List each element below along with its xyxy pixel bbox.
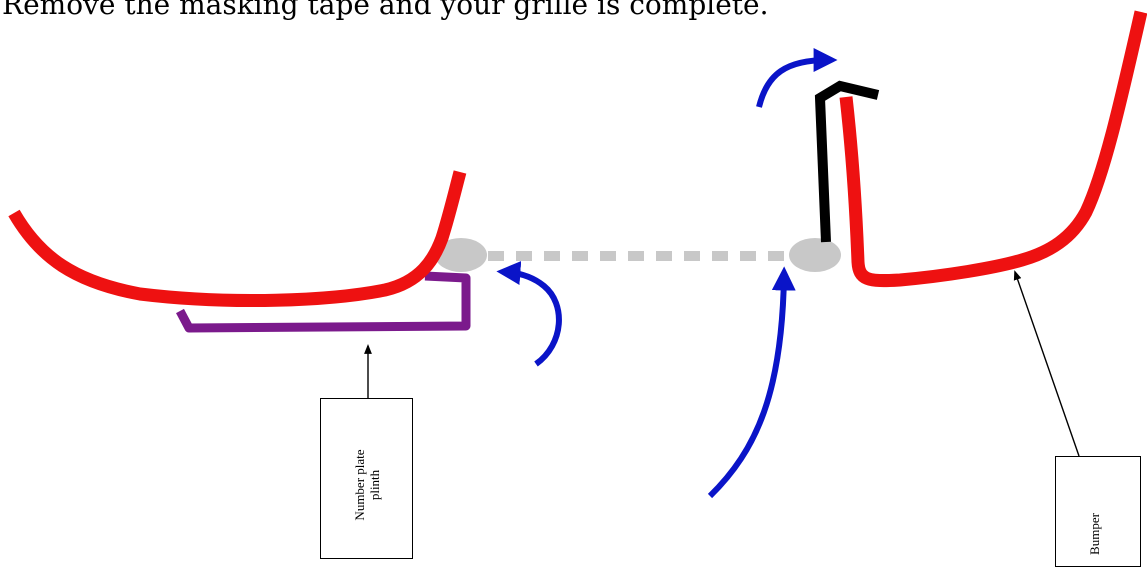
left-bumper-profile bbox=[8, 170, 467, 307]
number-plate-plinth-label: Number plate plinth bbox=[352, 449, 382, 521]
right-tape-end bbox=[789, 238, 841, 272]
grille-clip bbox=[814, 80, 880, 243]
arrow-up-to-right-tape-icon bbox=[707, 266, 796, 499]
caption-text: Remove the masking tape and your grille … bbox=[2, 0, 769, 21]
right-bumper-profile bbox=[839, 10, 1147, 288]
arrow-under-left-tape-icon bbox=[496, 261, 562, 367]
bumper-callout bbox=[1055, 456, 1141, 567]
left-tape-end bbox=[435, 238, 487, 272]
arrow-over-clip-icon bbox=[756, 48, 838, 108]
number-plate-plinth-callout bbox=[320, 398, 413, 559]
bumper-label: Bumper bbox=[1087, 513, 1102, 555]
bumper-leader-line bbox=[1013, 270, 1080, 457]
number-plate-plinth-bracket bbox=[176, 271, 471, 333]
